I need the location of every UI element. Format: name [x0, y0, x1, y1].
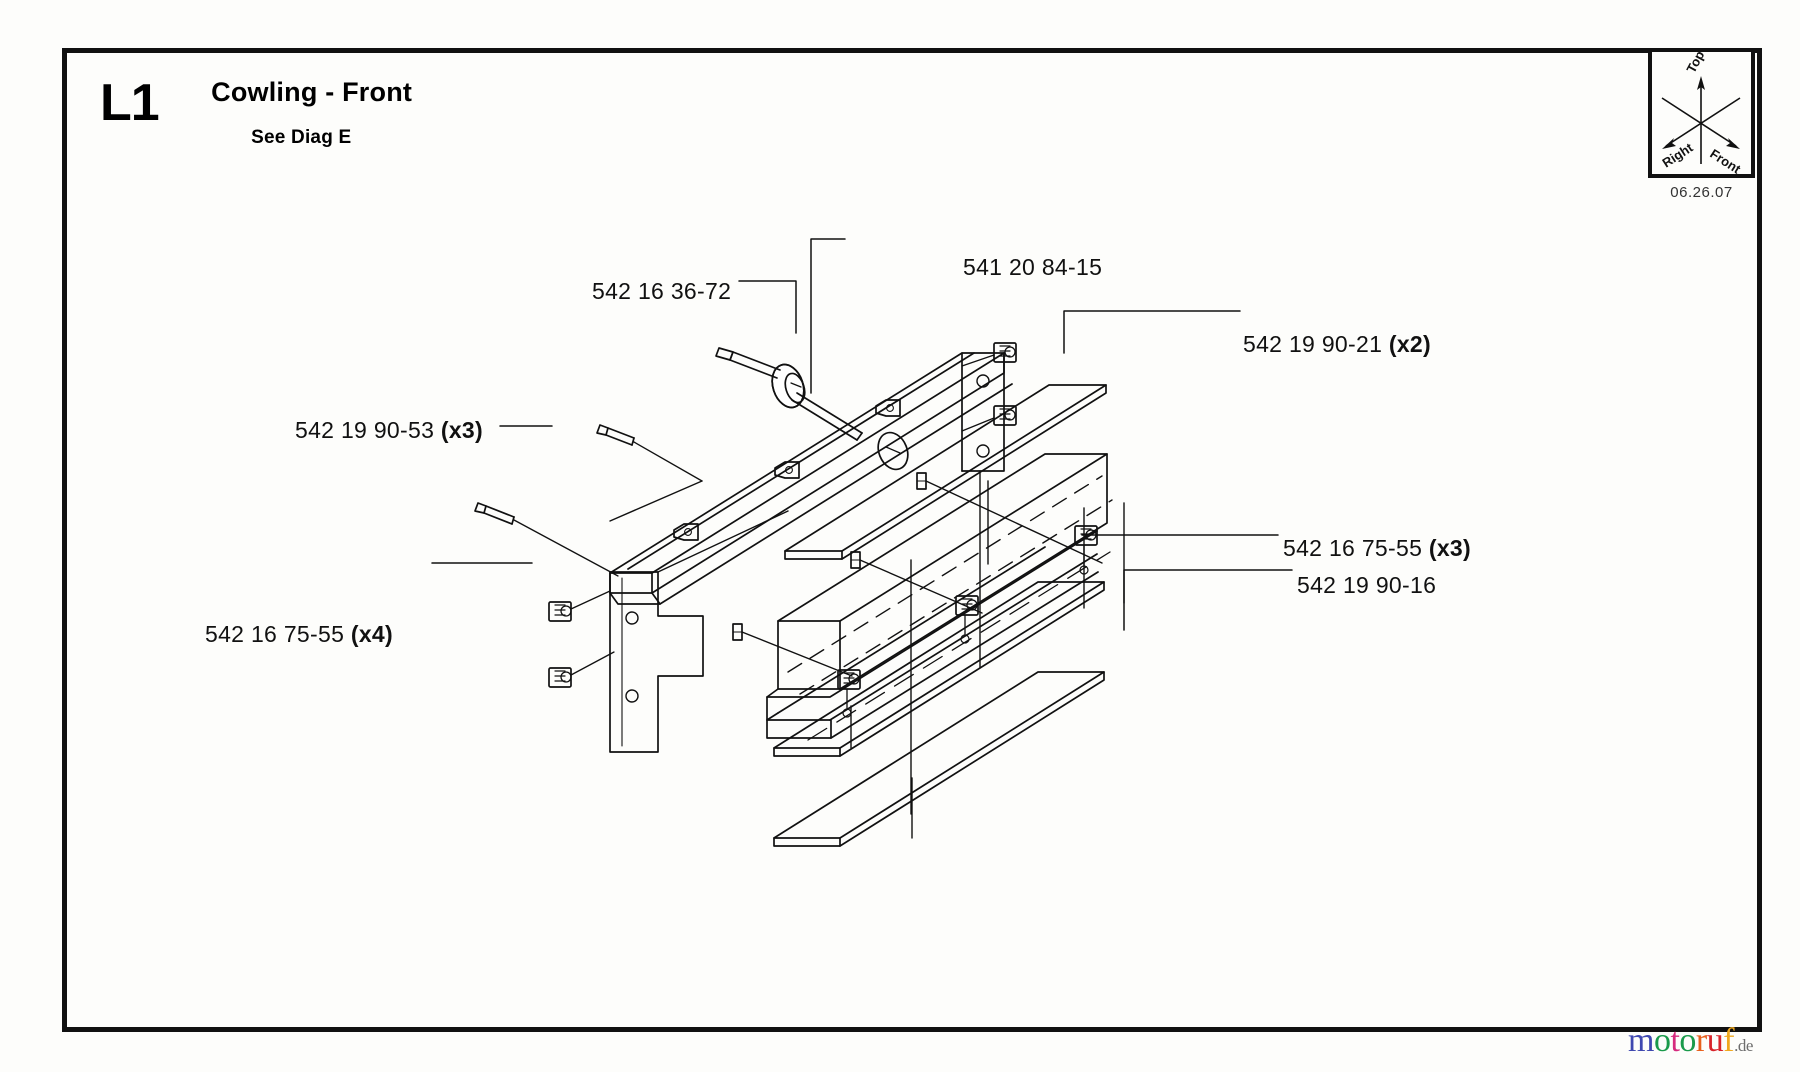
callout-542-19-90-53: 542 19 90-53 (x3) [295, 417, 483, 444]
watermark-wordmark: motoruf [1628, 1022, 1735, 1059]
assembly-projection-lines [609, 480, 1103, 677]
callout-542-19-90-16: 542 19 90-16 [1297, 572, 1436, 599]
watermark-suffix: .de [1734, 1036, 1753, 1055]
page-title: Cowling - Front [211, 77, 413, 107]
callout-541-20-84-15: 541 20 84-15 [963, 254, 1102, 281]
clip-nut [955, 595, 979, 644]
watermark-letter: m [1628, 1022, 1654, 1059]
upper-flat-strip [784, 384, 1107, 560]
callout-quantity: (x3) [1428, 535, 1471, 561]
lower-flat-strip [773, 671, 1105, 847]
orientation-compass-box: Top Right Front [1648, 48, 1755, 178]
page-plate-code: L1 [100, 74, 160, 132]
callout-part-number: 542 19 90-16 [1297, 572, 1437, 598]
clip-nut [548, 590, 611, 622]
callout-542-19-90-21: 542 19 90-21 (x2) [1243, 331, 1431, 358]
callout-quantity: (x3) [440, 417, 483, 443]
clip-group-left [548, 590, 615, 688]
main-mount-plate [877, 352, 1005, 472]
diagram-date: 06.26.07 [1670, 184, 1733, 201]
callout-quantity: (x4) [350, 621, 393, 647]
callout-part-number: 541 20 84-15 [963, 254, 1103, 280]
compass-icon: Top Right Front [1659, 48, 1743, 177]
callout-part-number: 542 19 90-21 [1243, 331, 1383, 357]
end-bracket-plate [609, 571, 704, 753]
watermark-letter: t [1670, 1022, 1680, 1059]
page-subtitle: See Diag E [251, 127, 352, 148]
watermark-letter: o [1653, 1022, 1671, 1059]
motoruf-watermark: motoruf.de [1628, 1024, 1753, 1063]
screw [596, 424, 635, 446]
channel-hidden-lines-secondary [807, 551, 1111, 741]
cowling-channel-body [766, 453, 1108, 739]
watermark-letter: o [1679, 1022, 1696, 1059]
screw-group-542-19-90-53 [474, 424, 703, 577]
callout-542-16-36-72: 542 16 36-72 [592, 278, 731, 305]
callout-part-number: 542 16 75-55 [205, 621, 345, 647]
callout-542-16-75-55-x3: 542 16 75-55 (x3) [1283, 535, 1471, 562]
callout-part-number: 542 16 36-72 [592, 278, 732, 304]
pulley-assembly [715, 347, 863, 441]
clip-nut [961, 405, 1017, 432]
rail-tab [774, 461, 800, 479]
screw [474, 502, 515, 525]
rail-tab-clips [673, 399, 901, 541]
diagram-frame [62, 48, 1762, 1032]
title-block: L1 Cowling - Front See Diag E [100, 75, 800, 149]
callout-part-number: 542 16 75-55 [1283, 535, 1423, 561]
clip-nut [548, 651, 615, 688]
exploded-parts-drawing [431, 238, 1293, 847]
callout-quantity: (x2) [1388, 331, 1431, 357]
clip-group-right [837, 342, 1098, 718]
clip-nut [837, 669, 861, 718]
channel-mount-tabs [732, 472, 927, 641]
rail-tab [673, 523, 699, 541]
assembly-alignment-lines [850, 470, 1125, 839]
leader-lines [431, 238, 1293, 631]
callout-542-16-75-55-x4: 542 16 75-55 (x4) [205, 621, 393, 648]
watermark-letter: f [1723, 1022, 1735, 1059]
clip-nut [961, 342, 1017, 367]
watermark-letter: u [1706, 1022, 1724, 1059]
watermark-letter: r [1695, 1022, 1707, 1059]
callout-part-number: 542 19 90-53 [295, 417, 435, 443]
rail-tab [875, 399, 901, 417]
middle-flat-strip [773, 581, 1105, 757]
